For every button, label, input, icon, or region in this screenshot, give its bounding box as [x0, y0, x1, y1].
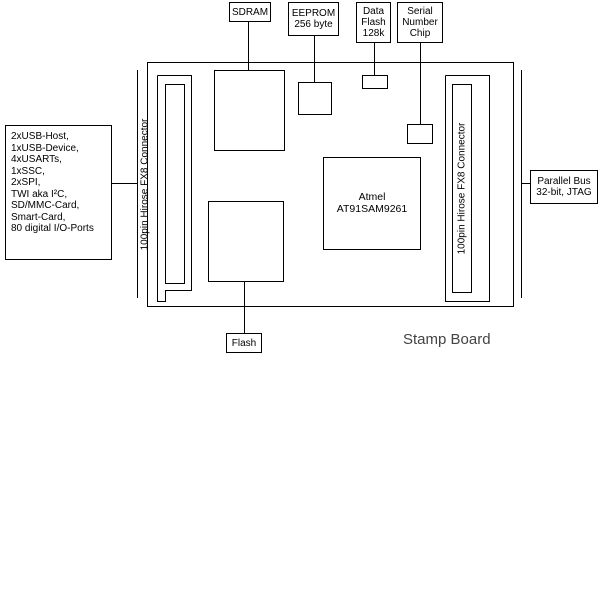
serial-number-chip-box: Serial Number Chip: [397, 2, 443, 43]
data-flash-label: Data Flash 128k: [361, 6, 386, 39]
left-connector-outline: [157, 75, 192, 302]
sdram-label: SDRAM: [231, 7, 269, 18]
cpu-label: Atmel AT91SAM9261: [336, 191, 408, 215]
cpu-chip: Atmel AT91SAM9261: [323, 157, 421, 250]
serial-number-chip-label: Serial Number Chip: [402, 6, 438, 39]
data-flash-box: Data Flash 128k: [356, 2, 391, 43]
serial-number-chip: [407, 124, 433, 144]
connector-right-label: 100pin Hirose FX8 Connector: [456, 122, 468, 255]
connector-left-label: 100pin Hirose FX8 Connector: [139, 118, 151, 251]
eeprom-label: EEPROM 256 byte: [291, 8, 336, 30]
board-title: Stamp Board: [403, 331, 491, 348]
data-flash-chip: [362, 75, 388, 89]
eeprom-box: EEPROM 256 byte: [288, 2, 339, 36]
flash-label: Flash: [231, 338, 257, 349]
board-outline: [147, 62, 514, 307]
flash-chip: [208, 201, 284, 282]
right-connector-outline: [445, 75, 490, 302]
eeprom-chip: [298, 82, 332, 115]
right-interfaces-box: Parallel Bus 32-bit, JTAG: [530, 170, 598, 204]
left-interfaces-text: 2xUSB-Host, 1xUSB-Device, 4xUSARTs, 1xSS…: [11, 131, 94, 234]
left-interfaces-box: 2xUSB-Host, 1xUSB-Device, 4xUSARTs, 1xSS…: [5, 125, 112, 260]
right-interfaces-text: Parallel Bus 32-bit, JTAG: [536, 176, 592, 198]
sdram-chip: [214, 70, 285, 151]
sdram-box: SDRAM: [229, 2, 271, 22]
flash-box: Flash: [226, 333, 262, 353]
